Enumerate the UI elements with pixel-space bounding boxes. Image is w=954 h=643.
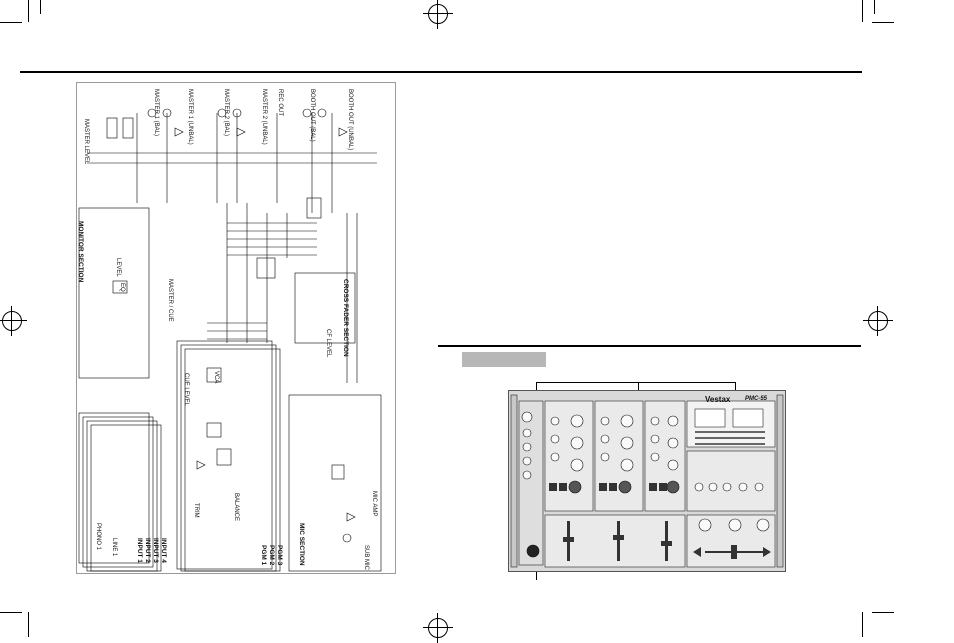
output-label-master1-unbal: MASTER 1 (UNBAL) — [187, 89, 193, 145]
crop-mark-tl-h — [0, 22, 22, 23]
mic-section-label: MIC SECTION — [298, 523, 305, 566]
input-label-4: INPUT 4 — [160, 538, 167, 563]
level-label: LEVEL — [115, 258, 121, 277]
block-diagram: MONITOR SECTION CROSS FADER SECTION MIC … — [76, 82, 396, 574]
crop-mark-bl-h — [0, 612, 22, 613]
output-label-booth-unbal: BOOTH OUT (UNBAL) — [347, 89, 353, 151]
registration-mark-right — [863, 306, 893, 336]
crop-mark-bl-v — [28, 612, 29, 637]
callout-tick-bottom — [536, 572, 537, 580]
callout-tick-3 — [735, 382, 736, 392]
mic-amp-label: MIC AMP — [371, 491, 377, 517]
master-cue-label: MASTER / CUE — [167, 279, 173, 322]
line-label: LINE 1 — [111, 538, 117, 557]
callout-line — [536, 382, 736, 383]
mixer-model: PMC-55 — [745, 396, 768, 402]
crop-mark-tl-v — [28, 0, 29, 22]
section-rule — [438, 345, 861, 347]
registration-mark-top — [423, 0, 453, 29]
output-label-master1-bal: MASTER 1 (BAL) — [153, 89, 159, 137]
output-label-rec-out: REC OUT — [277, 89, 283, 116]
callout-tick-1 — [536, 382, 537, 392]
block-diagram-lines — [78, 108, 382, 572]
input-label-2: INPUT 2 — [144, 538, 151, 563]
mixer-front-panel: Vestax PMC-55 — [508, 390, 786, 572]
registration-mark-bottom — [423, 613, 453, 643]
registration-mark-left — [0, 306, 27, 336]
crossfader-section-label: CROSS FADER SECTION — [342, 279, 349, 357]
crop-mark-tr-v — [862, 0, 863, 22]
trim-label: TRIM — [193, 503, 199, 518]
crop-mark-tr-h — [872, 22, 894, 23]
vca-label: VCA — [213, 371, 219, 384]
phono-label: PHONO 1 — [95, 523, 101, 551]
crop-mark-br-v — [862, 612, 863, 637]
eq-label: EQ — [119, 283, 125, 292]
output-label-master2-bal: MASTER 2 (BAL) — [223, 89, 229, 137]
callout-tick-2 — [638, 382, 639, 392]
sub-mic-label: SUB MIC — [363, 545, 369, 571]
input-label-1: INPUT 1 — [136, 538, 143, 563]
master-level-label: MASTER LEVEL — [83, 119, 89, 165]
section-header-bar — [462, 352, 546, 367]
pgm-label-2: PGM 2 — [268, 545, 275, 566]
pgm-label-3: PGM 3 — [276, 545, 283, 566]
output-label-booth-bal: BOOTH OUT (BAL) — [309, 89, 315, 142]
crop-mark-br-h — [872, 612, 894, 613]
mixer-brand: Vestax — [705, 395, 731, 404]
mixer-illustration — [510, 394, 784, 568]
cf-level-label: CF LEVEL — [325, 329, 331, 358]
monitor-section-label: MONITOR SECTION — [77, 221, 84, 283]
balance-label: BALANCE — [233, 493, 239, 522]
crop-mark-tl2-v — [40, 0, 41, 14]
input-label-3: INPUT 3 — [152, 538, 159, 563]
crop-mark-tr2-v — [874, 0, 875, 14]
cue-level-label: CUE LEVEL — [183, 373, 189, 407]
header-rule — [20, 71, 862, 73]
pgm-label-1: PGM 1 — [260, 545, 267, 566]
output-label-master2-unbal: MASTER 2 (UNBAL) — [261, 89, 267, 145]
